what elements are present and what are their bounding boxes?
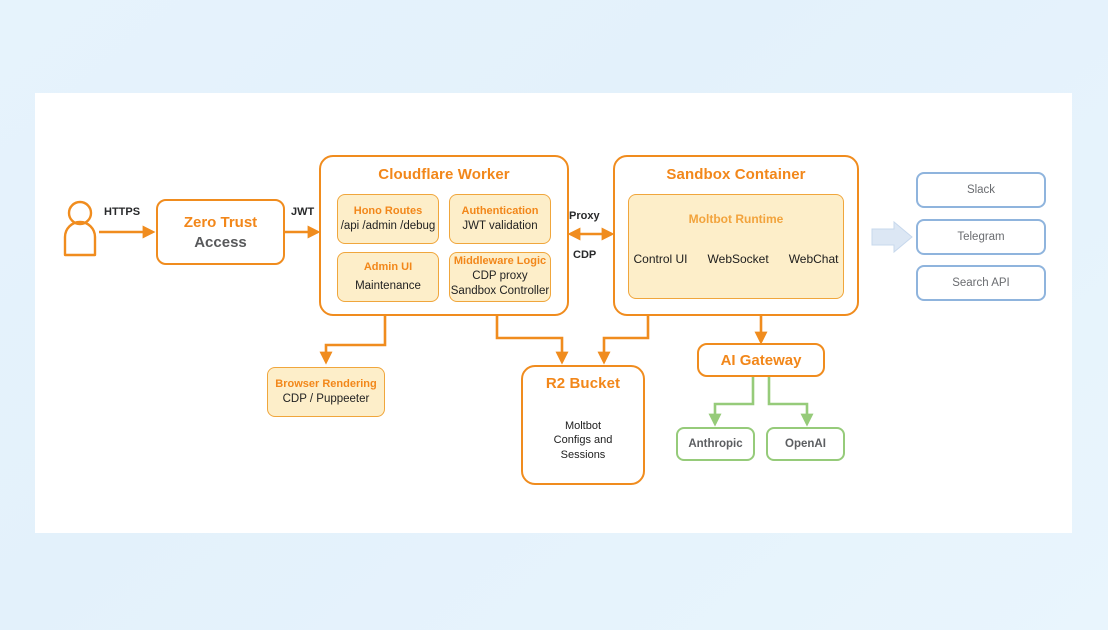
module-admin-ui-title: Admin UI bbox=[363, 260, 413, 273]
provider-anthropic-label: Anthropic bbox=[688, 438, 743, 450]
node-integration-search-api[interactable]: Search API bbox=[916, 265, 1046, 301]
r2-cyl-line-2: Sessions bbox=[560, 448, 606, 461]
module-hono-routes-title: Hono Routes bbox=[353, 204, 423, 217]
edge-label-jwt: JWT bbox=[291, 206, 315, 218]
edge-sandbox-r2 bbox=[597, 316, 650, 365]
edge-label-https: HTTPS bbox=[104, 206, 141, 218]
node-provider-openai[interactable]: OpenAI bbox=[766, 427, 845, 461]
provider-openai-label: OpenAI bbox=[785, 438, 826, 450]
r2-cyl-line-0: Moltbot bbox=[564, 420, 602, 432]
runtime-item-websocket: WebSocket bbox=[707, 252, 769, 266]
r2-cyl-line-1: Configs and bbox=[553, 434, 613, 447]
runtime-item-control-ui: Control UI bbox=[633, 252, 688, 266]
browser-rendering-line-0: CDP / Puppeeter bbox=[282, 392, 370, 405]
integration-telegram-label: Telegram bbox=[957, 231, 1005, 243]
node-zero-trust-access[interactable]: Zero Trust Access bbox=[156, 199, 285, 265]
edge-gateway-openai bbox=[767, 377, 814, 427]
edge-gateway-anthropic bbox=[708, 377, 755, 427]
module-middleware-logic-title: Middleware Logic bbox=[453, 255, 547, 268]
node-cloudflare-worker[interactable]: Cloudflare Worker Hono Routes /api /admi… bbox=[319, 155, 569, 316]
module-authentication-title: Authentication bbox=[461, 204, 539, 217]
module-authentication[interactable]: Authentication JWT validation bbox=[449, 194, 551, 244]
node-browser-rendering[interactable]: Browser Rendering CDP / Puppeeter bbox=[267, 367, 385, 417]
module-middleware-logic-line-1: Sandbox Controller bbox=[450, 285, 550, 298]
runtime-item-webchat: WebChat bbox=[788, 252, 839, 266]
module-admin-ui-line-0: Maintenance bbox=[355, 279, 421, 292]
cloudflare-worker-title: Cloudflare Worker bbox=[378, 166, 510, 183]
zero-trust-subtitle: Access bbox=[194, 233, 247, 251]
edge-worker-browser-rendering bbox=[319, 316, 387, 365]
module-admin-ui[interactable]: Admin UI Maintenance bbox=[337, 252, 439, 302]
moltbot-runtime-title: Moltbot Runtime bbox=[688, 212, 784, 226]
browser-rendering-title: Browser Rendering bbox=[275, 377, 377, 390]
edge-label-proxy: Proxy bbox=[569, 210, 600, 222]
module-hono-routes[interactable]: Hono Routes /api /admin /debug bbox=[337, 194, 439, 244]
integration-slack-label: Slack bbox=[966, 184, 996, 196]
module-middleware-logic[interactable]: Middleware Logic CDP proxy Sandbox Contr… bbox=[449, 252, 551, 302]
module-moltbot-runtime[interactable]: Moltbot Runtime Control UI WebSocket Web… bbox=[628, 194, 844, 299]
module-authentication-line-0: JWT validation bbox=[462, 219, 538, 232]
module-hono-routes-line-0: /api /admin /debug bbox=[340, 219, 436, 232]
sandbox-container-title: Sandbox Container bbox=[666, 166, 806, 183]
edge-worker-r2 bbox=[495, 316, 569, 365]
node-integration-slack[interactable]: Slack bbox=[916, 172, 1046, 208]
node-ai-gateway[interactable]: AI Gateway bbox=[697, 343, 825, 377]
edge-integrations-arrow bbox=[871, 220, 913, 254]
node-provider-anthropic[interactable]: Anthropic bbox=[676, 427, 755, 461]
integration-search-api-label: Search API bbox=[952, 277, 1010, 289]
module-middleware-logic-line-0: CDP proxy bbox=[472, 269, 528, 282]
node-sandbox-container[interactable]: Sandbox Container Moltbot Runtime Contro… bbox=[613, 155, 859, 316]
ai-gateway-title: AI Gateway bbox=[720, 351, 802, 369]
moltbot-runtime-items: Control UI WebSocket WebChat bbox=[634, 252, 839, 266]
edge-label-cdp: CDP bbox=[573, 249, 597, 261]
node-integration-telegram[interactable]: Telegram bbox=[916, 219, 1046, 255]
r2-bucket-cylinder-label: Moltbot Configs and Sessions bbox=[523, 419, 643, 462]
node-r2-bucket[interactable]: R2 Bucket Moltbot Configs and Sessions bbox=[521, 365, 645, 485]
zero-trust-title: Zero Trust bbox=[183, 213, 258, 231]
r2-bucket-title: R2 Bucket bbox=[545, 375, 621, 392]
person-icon bbox=[63, 200, 97, 257]
